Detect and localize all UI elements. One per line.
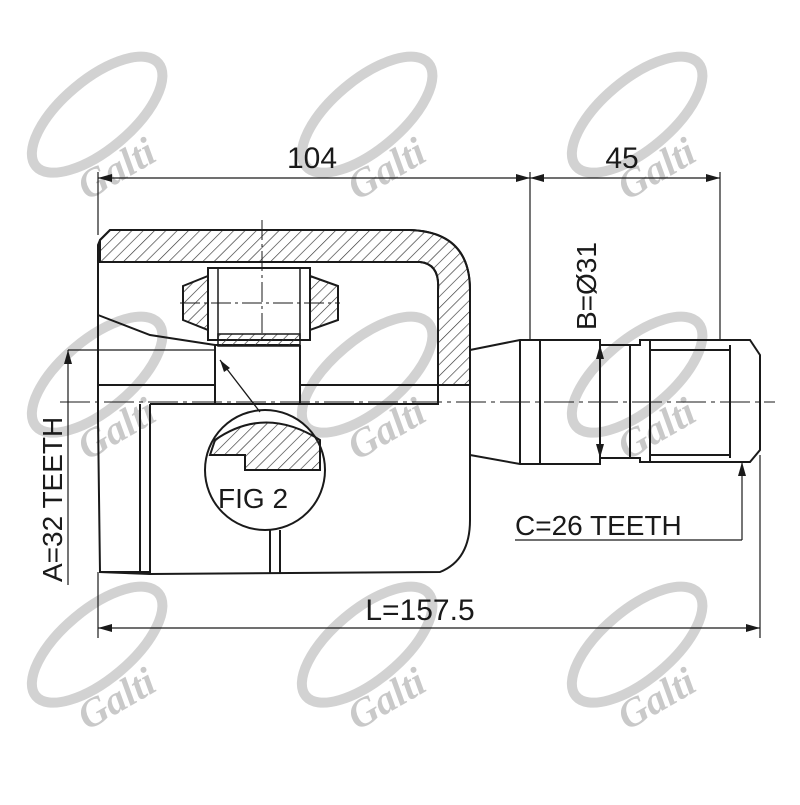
watermark-logo: Galti [296,581,438,739]
dim-shaft-spline: C=26 TEETH [515,462,746,541]
watermark-logo: Galti [566,51,708,209]
watermark-logo: Galti [566,581,708,739]
dim-shaft-spline-label: C=26 TEETH [515,510,682,541]
tripod-roller [180,220,340,347]
dim-overall-width-label: 104 [287,142,337,175]
dim-total-length-label: L=157.5 [365,594,474,627]
dim-shaft-diameter: B=Ø31 [571,242,604,458]
dim-shaft-length: 45 [530,142,721,340]
watermark-logo: Galti [296,51,438,209]
dim-shaft-diameter-label: B=Ø31 [571,242,602,330]
dim-housing-spline-label: A=32 TEETH [37,417,68,582]
watermark-logo: Galti [26,581,168,739]
dim-housing-spline: A=32 TEETH [37,349,215,585]
fig2-detail: FIG 2 [204,359,326,531]
dim-shaft-length-label: 45 [605,142,638,175]
housing-hatch [99,229,471,386]
watermark-logo: Galti [26,51,168,209]
fig2-label: FIG 2 [218,483,288,514]
dim-overall-width: 104 [97,142,531,340]
dim-total-length: L=157.5 [97,455,761,638]
